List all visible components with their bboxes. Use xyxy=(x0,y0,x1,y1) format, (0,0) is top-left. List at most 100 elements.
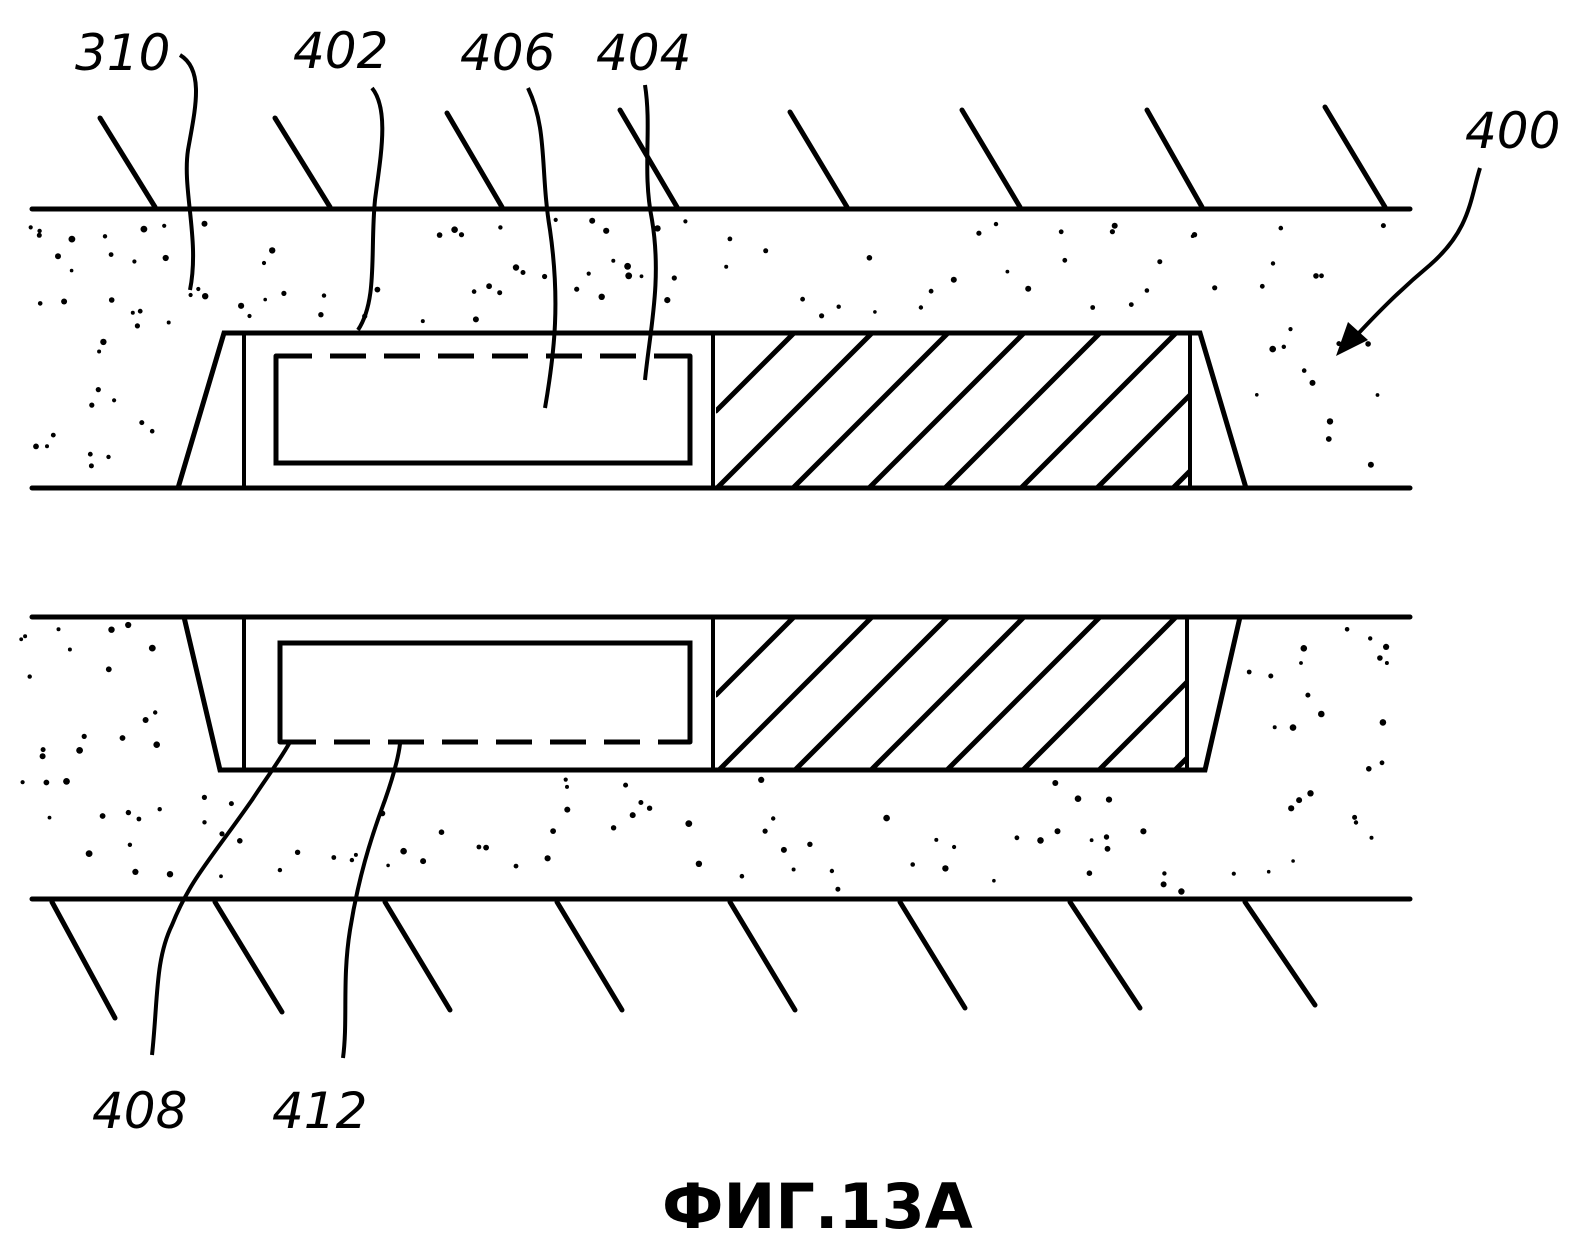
speckle-dot xyxy=(321,293,327,298)
speckle-dot xyxy=(1281,344,1287,349)
casing-walls xyxy=(29,485,1413,620)
speckle-dot xyxy=(603,227,610,234)
speckle-dot xyxy=(166,320,171,325)
speckle-dot xyxy=(1025,285,1032,292)
shield-hatching-top xyxy=(716,334,1188,488)
speckle-dot xyxy=(1160,881,1167,888)
speckle-dot xyxy=(45,444,49,449)
speckle-dot xyxy=(1074,795,1082,802)
speckle-dot xyxy=(149,428,155,434)
speckle-dot xyxy=(1231,871,1236,876)
speckle-dot xyxy=(27,674,32,679)
speckle-dot xyxy=(976,230,982,236)
speckle-dot xyxy=(386,863,390,868)
speckle-dot xyxy=(1086,870,1093,876)
speckle-dot xyxy=(807,841,813,847)
speckle-dot xyxy=(1090,305,1096,310)
speckle-dot xyxy=(1212,285,1218,291)
speckle-dot xyxy=(102,234,108,239)
speckle-dot xyxy=(132,259,137,264)
speckle-dot xyxy=(237,838,243,844)
speckle-dot xyxy=(81,733,87,740)
speckle-dot xyxy=(565,784,569,789)
speckle-dot xyxy=(219,831,225,837)
speckle-dot xyxy=(1375,393,1380,397)
speckle-dot xyxy=(1058,229,1064,235)
speckle-dot xyxy=(374,286,381,293)
formation-hatching-bottom xyxy=(49,899,1318,1021)
speckle-dot xyxy=(1366,766,1372,772)
speckle-dot xyxy=(1109,229,1115,235)
speckle-dot xyxy=(1103,834,1110,840)
speckle-dot xyxy=(106,454,111,460)
speckle-dot xyxy=(157,807,162,812)
speckle-dot xyxy=(598,293,605,300)
speckle-dot xyxy=(866,254,873,261)
shield-hatching-bottom xyxy=(716,618,1188,772)
speckle-dot xyxy=(43,779,50,786)
speckle-dot xyxy=(586,271,591,276)
label-400: 400 xyxy=(1465,102,1560,160)
speckle-dot xyxy=(202,293,209,300)
speckle-dot xyxy=(1313,273,1319,279)
speckle-dot xyxy=(142,717,149,723)
speckle-dot xyxy=(400,847,407,855)
speckle-dot xyxy=(1305,692,1311,698)
speckle-dot xyxy=(952,844,957,850)
speckle-dot xyxy=(471,289,477,294)
speckle-dot xyxy=(139,420,145,426)
speckle-dot xyxy=(1062,257,1068,263)
speckle-dot xyxy=(127,842,133,847)
cement-speckle-texture xyxy=(19,217,1390,895)
speckle-dot xyxy=(108,297,115,303)
speckle-dot xyxy=(928,288,934,294)
speckle-dot xyxy=(1383,643,1390,651)
borehole-wall xyxy=(29,206,1413,902)
speckle-dot xyxy=(63,778,70,785)
speckle-dot xyxy=(780,846,787,853)
speckle-dot xyxy=(950,276,957,283)
speckle-dot xyxy=(85,850,93,857)
speckle-dot xyxy=(134,323,140,329)
speckle-dot xyxy=(910,862,915,867)
speckle-dot xyxy=(1289,724,1297,731)
speckle-dot xyxy=(353,852,358,857)
speckle-dot xyxy=(100,338,107,346)
speckle-dot xyxy=(68,235,76,243)
speckle-dot xyxy=(683,219,688,224)
speckle-dot xyxy=(671,275,677,281)
speckle-dot xyxy=(1246,669,1252,675)
speckle-dot xyxy=(137,308,143,314)
speckle-dot xyxy=(19,637,24,642)
speckle-dot xyxy=(550,828,556,834)
speckle-dot xyxy=(238,302,245,309)
speckle-dot xyxy=(125,809,132,816)
speckle-dot xyxy=(201,794,207,801)
speckle-dot xyxy=(1379,760,1385,766)
speckle-dot xyxy=(1255,393,1259,397)
speckle-dot xyxy=(993,221,999,227)
speckle-dot xyxy=(739,873,745,879)
speckle-dot xyxy=(1344,627,1350,632)
speckle-dot xyxy=(1278,225,1284,231)
speckle-dot xyxy=(87,451,93,457)
speckle-dot xyxy=(130,310,135,315)
speckle-dot xyxy=(1162,871,1167,876)
speckle-dot xyxy=(563,777,568,782)
speckle-dot xyxy=(483,844,489,851)
speckle-dot xyxy=(56,627,61,632)
speckle-dot xyxy=(67,647,72,652)
speckle-dot xyxy=(451,226,458,233)
speckle-dot xyxy=(724,264,729,269)
speckle-dot xyxy=(1052,780,1059,786)
speckle-dot xyxy=(188,292,193,298)
speckle-dot xyxy=(1379,719,1387,726)
speckle-dot xyxy=(99,813,106,819)
speckle-dot xyxy=(1288,327,1293,332)
speckle-dot xyxy=(639,274,644,279)
speckle-dot xyxy=(1005,269,1010,274)
speckle-dot xyxy=(1128,302,1134,307)
reference-labels: 310 402 406 404 400 408 412 xyxy=(75,22,1560,1140)
speckle-dot xyxy=(1325,436,1332,442)
speckle-dot xyxy=(1307,790,1314,797)
